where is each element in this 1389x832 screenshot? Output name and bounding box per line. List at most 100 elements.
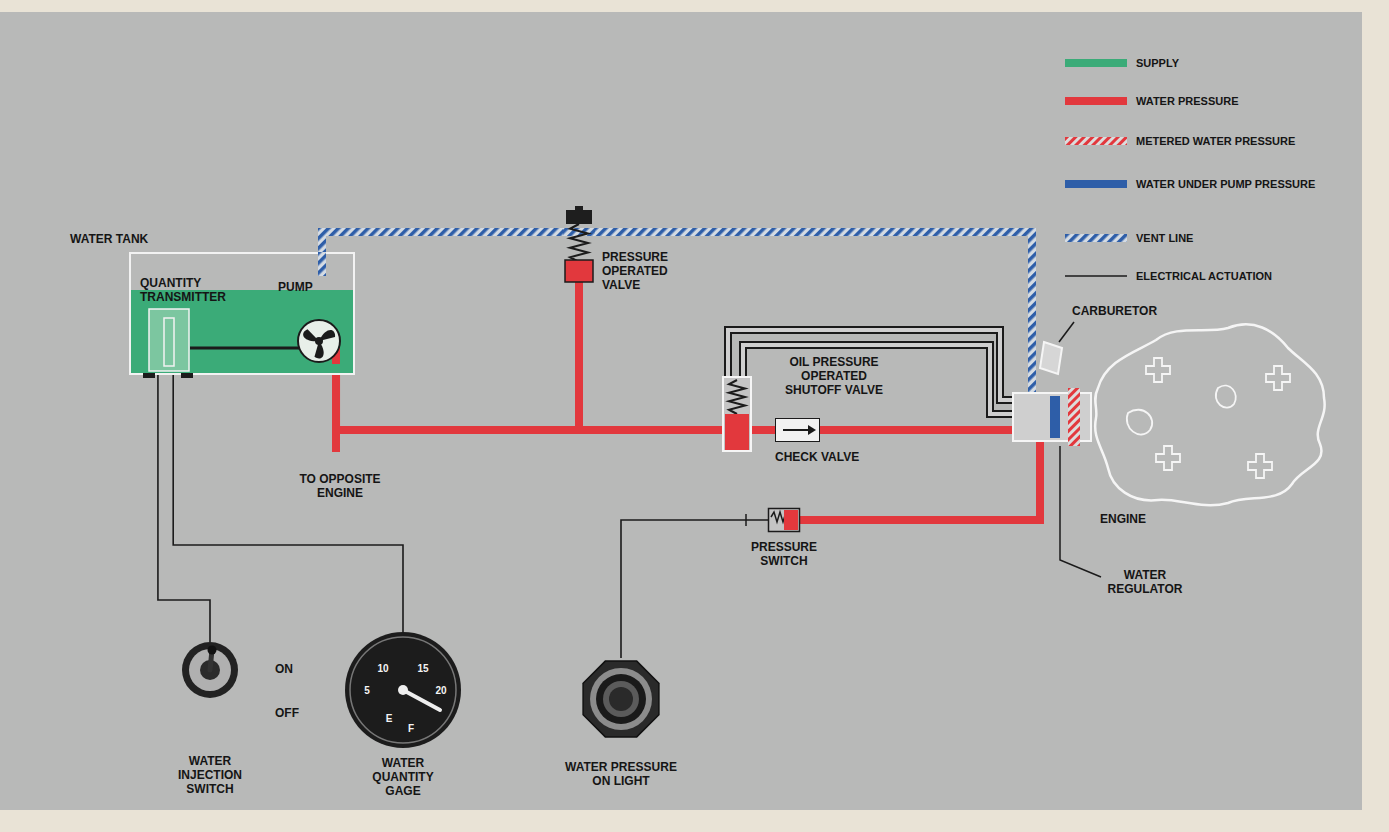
- legend-label: METERED WATER PRESSURE: [1136, 134, 1295, 148]
- connector-group: [322, 232, 563, 252]
- part-label: ON: [275, 662, 293, 676]
- water-pressure-line: [336, 364, 722, 430]
- vent-sample: [1065, 234, 1127, 242]
- part-label: PRESSURE OPERATED VALVE: [602, 250, 682, 292]
- water-regulator-shape: [1012, 392, 1092, 442]
- pump-blade: [319, 330, 335, 341]
- legend-swatch: [1065, 97, 1127, 105]
- connector-group: [595, 232, 1032, 392]
- pressure-operated-valve-shape: [563, 210, 595, 282]
- water-injection-switch-shape: [182, 642, 238, 698]
- oil-line-core: [743, 345, 1012, 414]
- pump-outlet: [332, 348, 340, 364]
- part-label: QUANTITY TRANSMITTER: [140, 276, 236, 304]
- water-pressure-light: WATER PRESSURE ON LIGHT: [580, 658, 662, 740]
- part-label: WATER INJECTION SWITCH: [174, 754, 246, 796]
- pump-blade: [311, 341, 329, 360]
- pump-housing: [298, 320, 340, 362]
- cylinder-symbol: [1248, 454, 1272, 478]
- water-pressure-line: [336, 282, 579, 430]
- vent-line: [322, 232, 563, 252]
- engine: ENGINE: [1088, 318, 1330, 510]
- leader-line: [1059, 322, 1074, 342]
- electrical-wire: [621, 520, 768, 658]
- carburetor: CARBURETOR: [1040, 342, 1062, 374]
- pump-shape: [296, 318, 342, 364]
- connector-group: [336, 282, 579, 430]
- light-center: [609, 687, 633, 711]
- part-label: 5: [364, 684, 370, 698]
- electrical-wire: [173, 372, 403, 632]
- metered-sample: [1065, 137, 1127, 145]
- pump-blade: [301, 327, 319, 346]
- part-label: PUMP: [278, 280, 313, 294]
- connector-group: [158, 375, 210, 642]
- pressure-switch-shape: [768, 508, 800, 532]
- legend-label: SUPPLY: [1136, 56, 1179, 70]
- light-rim: [596, 674, 646, 724]
- oil-pressure-line: [728, 330, 1012, 400]
- light-ring: [590, 668, 652, 730]
- background-panel: [0, 12, 1362, 810]
- water-tank-shape: [129, 252, 355, 375]
- engine-detail: [1216, 386, 1236, 408]
- transmitter-body: [149, 309, 189, 371]
- part-label: WATER TANK: [70, 232, 148, 246]
- toggle-knob: [208, 646, 217, 655]
- water-pressure-line: [800, 442, 1040, 520]
- connector-group: [752, 429, 775, 430]
- water-regulator: WATER REGULATOR: [1012, 392, 1092, 442]
- tank-outline: [130, 253, 354, 374]
- check-valve-shape: [775, 418, 820, 442]
- switch-spring: [771, 512, 789, 522]
- part-label: E: [386, 712, 393, 726]
- valve-spring: [729, 380, 745, 414]
- water-tank: WATER TANKQUANTITY TRANSMITTERPUMP: [129, 252, 355, 375]
- valve-housing: [723, 377, 751, 451]
- shutoff-valve: OIL PRESSURE OPERATED SHUTOFF VALVE: [722, 376, 752, 452]
- tank-foot: [181, 373, 193, 378]
- legend-sample: [1065, 137, 1127, 145]
- metered-water-passage: [1068, 388, 1080, 446]
- pump: PUMP: [296, 318, 342, 364]
- pressure-operated-valve: PRESSURE OPERATED VALVE: [563, 210, 595, 282]
- connector-group: [336, 364, 722, 430]
- part-label: WATER QUANTITY GAGE: [368, 756, 438, 798]
- leader-line: [1060, 446, 1101, 577]
- gage-dial: [350, 637, 456, 743]
- cylinder-symbol: [1146, 358, 1170, 382]
- engine-outline: [1095, 324, 1325, 505]
- oil-pressure-line: [743, 345, 1012, 414]
- valve-piston: [725, 414, 749, 450]
- legend-label: ELECTRICAL ACTUATION: [1136, 269, 1272, 283]
- vent-line: [595, 232, 1032, 392]
- connector-group: [743, 345, 1012, 414]
- connector-group: [800, 442, 1040, 520]
- cylinder-symbol: [1156, 446, 1180, 470]
- flow-arrow-shaft: [783, 429, 809, 431]
- switch-base: [200, 660, 220, 680]
- part-label: WATER PRESSURE ON LIGHT: [560, 760, 682, 788]
- legend-sample: [1065, 234, 1127, 242]
- legend-label: WATER PRESSURE: [1136, 94, 1238, 108]
- connector-group: [173, 372, 403, 632]
- water-injection-switch: ONOFFWATER INJECTION SWITCH: [182, 642, 238, 698]
- legend-swatch: [1065, 59, 1127, 67]
- check-valve: CHECK VALVE: [775, 418, 820, 442]
- gage-needle: [403, 690, 440, 710]
- regulator-body: [1013, 393, 1091, 441]
- gage-bezel: [345, 632, 461, 748]
- pump-pressure-passage: [1050, 396, 1060, 438]
- valve-cap: [566, 210, 592, 224]
- part-label: 20: [435, 684, 446, 698]
- pipe-label: TO OPPOSITE ENGINE: [293, 472, 388, 500]
- cylinder-symbol: [1266, 366, 1290, 390]
- water-quantity-gage: 1015520EFWATER QUANTITY GAGE: [345, 632, 461, 748]
- vent-passage: [563, 228, 595, 236]
- connector-group: [728, 330, 1012, 400]
- water-supply: [129, 290, 355, 375]
- water-pressure-line: [752, 426, 775, 434]
- tank-foot: [143, 373, 155, 378]
